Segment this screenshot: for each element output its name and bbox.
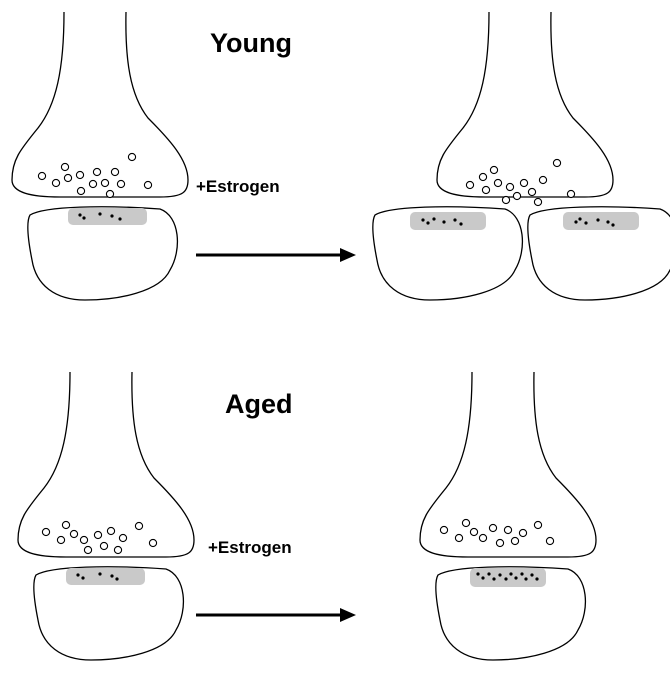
young-row: Young +Estrogen (12, 12, 670, 300)
postsynaptic-density-left (410, 212, 486, 230)
postsynaptic-density-right (563, 212, 639, 230)
aged-synapse-before (18, 372, 194, 660)
aged-title: Aged (225, 389, 293, 419)
aged-arrow (196, 608, 356, 622)
young-condition-label: +Estrogen (196, 177, 280, 196)
presynaptic-terminal (437, 12, 613, 197)
aged-synapse-after (420, 372, 596, 660)
young-title: Young (210, 28, 292, 58)
young-arrow (196, 248, 356, 262)
aged-condition-label: +Estrogen (208, 538, 292, 557)
aged-row: Aged +Estrogen (18, 372, 596, 660)
young-synapse-after (373, 12, 670, 300)
young-synapse-before (12, 12, 188, 300)
postsynaptic-density (470, 568, 546, 587)
